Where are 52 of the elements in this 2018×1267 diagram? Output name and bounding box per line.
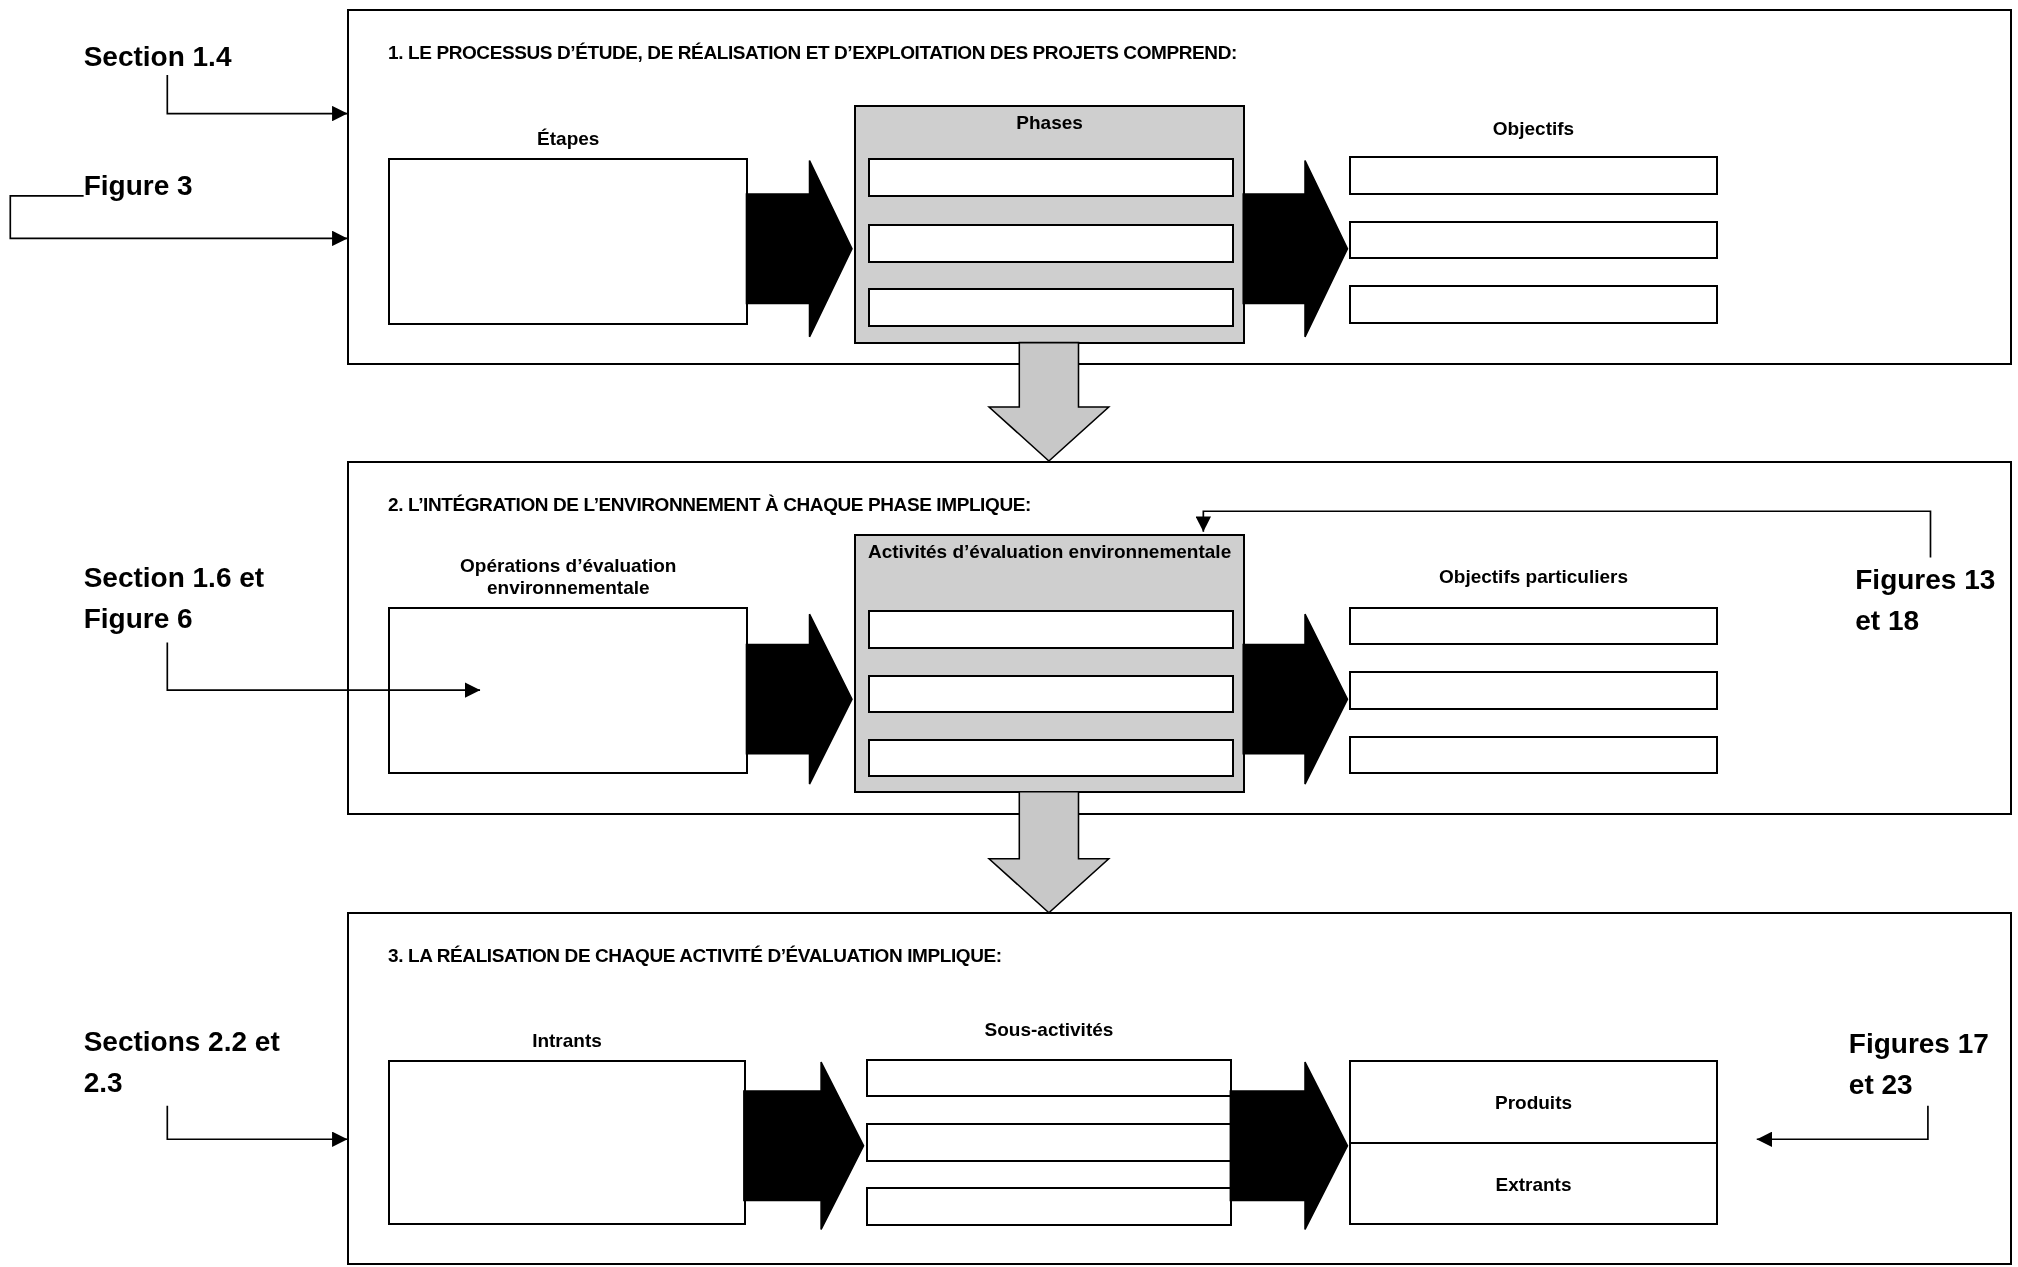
empty-box (867, 288, 1235, 327)
block-arrow (987, 341, 1111, 463)
panel-heading: Activités d’évaluation environnementale (867, 540, 1233, 563)
shaded-panel (854, 104, 1246, 345)
column-heading: Objectifs (1491, 117, 1576, 140)
section-panel (347, 912, 2012, 1266)
column-heading: Étapes (536, 128, 601, 150)
column-heading: Intrants (531, 1030, 603, 1053)
block-arrow (745, 159, 853, 338)
empty-box (1349, 220, 1718, 260)
column-heading: Opérations d’évaluation environnementale (459, 555, 678, 600)
reference-label: Figures 13 et 18 (1855, 563, 1997, 639)
empty-box (1349, 606, 1718, 646)
empty-box (1349, 156, 1718, 196)
reference-label: Section 1.6 et Figure 6 (83, 561, 266, 637)
panel-heading: Phases (1015, 112, 1084, 135)
empty-box (1349, 671, 1718, 710)
empty-box (1349, 735, 1718, 775)
empty-box (865, 1187, 1233, 1226)
section-title: 1. LE PROCESSUS D’ÉTUDE, DE RÉALISATION ET D’EXPLOITATION DES PROJETS COMPREND: (388, 41, 1237, 64)
box-label: Extrants (1351, 1142, 1716, 1225)
leader-arrow (1755, 1105, 1929, 1147)
column-heading: Objectifs particuliers (1438, 565, 1629, 588)
leader-arrow (166, 641, 481, 698)
leader-arrow (166, 74, 349, 122)
reference-label: Figures 17 et 23 (1848, 1026, 1990, 1102)
box-label: Produits (1493, 1090, 1574, 1115)
leader-arrow (1195, 510, 1932, 559)
block-arrow (745, 613, 853, 785)
leader-arrow (166, 1105, 349, 1147)
block-arrow (1229, 1061, 1349, 1231)
reference-label: Figure 3 (83, 168, 194, 203)
empty-box (867, 158, 1235, 197)
column-heading: Sous-activités (983, 1018, 1115, 1041)
block-arrow (743, 1061, 865, 1231)
block-arrow (1242, 613, 1349, 785)
reference-label: Section 1.4 (83, 40, 233, 75)
split-box (1349, 1059, 1718, 1225)
section-title: 3. LA RÉALISATION DE CHAQUE ACTIVITÉ D’ÉVALUATION IMPLIQUE: (388, 945, 1002, 968)
empty-box (867, 610, 1235, 649)
section-title: 2. L’INTÉGRATION DE L’ENVIRONNEMENT À CHAQUE PHASE IMPLIQUE: (388, 493, 1031, 516)
leader-arrow (9, 195, 349, 247)
empty-box (1349, 285, 1718, 324)
block-arrow (1242, 159, 1349, 338)
reference-label: Sections 2.2 et 2.3 (83, 1024, 281, 1100)
empty-box (867, 738, 1235, 778)
empty-box (867, 224, 1235, 263)
block-arrow (987, 791, 1111, 914)
empty-box (867, 674, 1235, 714)
empty-box (865, 1122, 1233, 1162)
empty-box (865, 1058, 1233, 1098)
shaded-panel (854, 533, 1246, 794)
